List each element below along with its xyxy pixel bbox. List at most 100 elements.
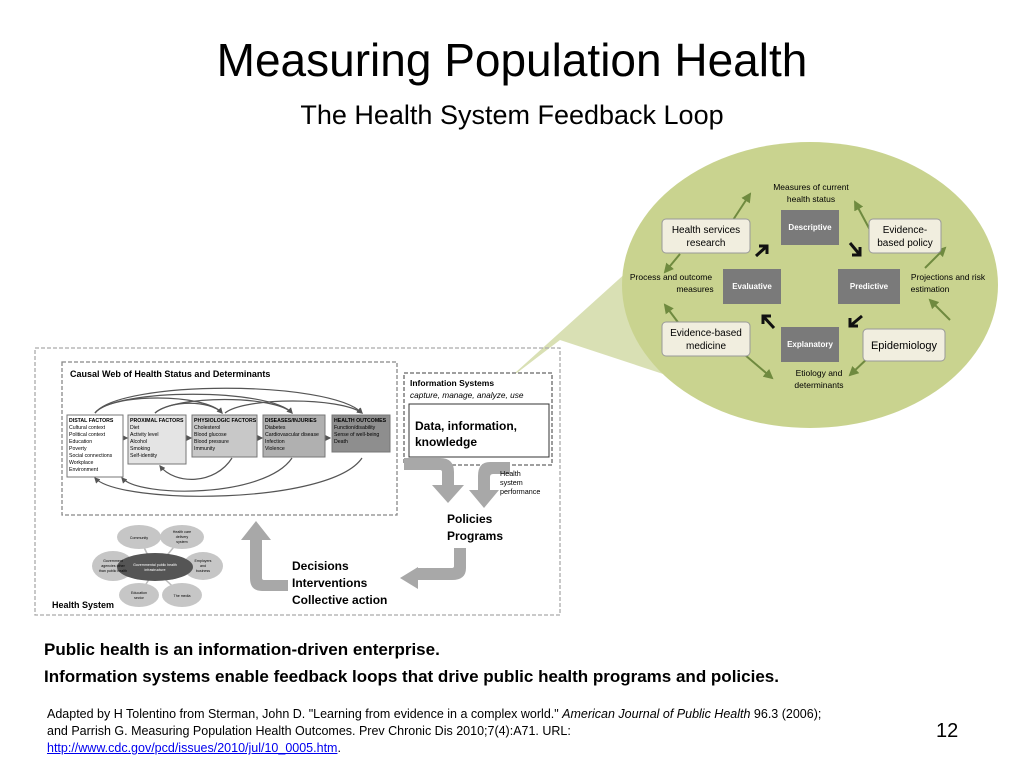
col-header: PHYSIOLOGIC FACTORS <box>194 418 257 424</box>
node-health-care <box>160 525 204 549</box>
col-item: Violence <box>265 446 285 452</box>
node-line: system <box>176 540 187 544</box>
slide-subtitle: The Health System Feedback Loop <box>300 100 724 130</box>
col-header: PROXIMAL FACTORS <box>130 418 184 424</box>
node-line: Employers <box>195 559 212 563</box>
node-line: business <box>196 569 210 573</box>
citation-text: 96.3 (2006); <box>750 707 822 721</box>
perf-line: Health <box>500 469 521 478</box>
node-line: and <box>200 564 206 568</box>
col-item: Blood pressure <box>194 439 229 445</box>
node-line: agencies other <box>101 564 125 568</box>
left-label: Process and outcome <box>630 272 712 282</box>
causal-web-heading: Causal Web of Health Status and Determin… <box>70 369 270 379</box>
col-item: Poverty <box>69 446 87 452</box>
col-box-outcomes <box>331 414 391 453</box>
node-media <box>162 583 202 607</box>
ebm-line: Evidence-based <box>670 328 742 339</box>
decisions-line: Decisions <box>292 559 349 573</box>
col-item: Cholesterol <box>194 425 220 431</box>
page-number: 12 <box>936 720 959 742</box>
causal-arcs-top <box>94 387 363 414</box>
ebm-line: medicine <box>686 341 726 352</box>
info-systems-subheading: capture, manage, analyze, use <box>410 390 524 400</box>
citation-text: and Parrish G. Measuring Population Heal… <box>47 724 571 738</box>
decisions-line: Collective action <box>292 593 387 607</box>
health-system-label: Health System <box>52 600 114 610</box>
perf-line: system <box>500 478 523 487</box>
col-box-diseases <box>262 414 326 458</box>
left-label: measures <box>676 284 713 294</box>
epidemiology-box <box>862 328 946 362</box>
node-line: sector <box>134 596 145 600</box>
info-systems-heading: Information Systems <box>410 378 494 388</box>
citation: Adapted by H Tolentino from Sterman, Joh… <box>47 706 927 757</box>
col-item: Alcohol <box>130 439 147 445</box>
citation-journal: American Journal of Public Health <box>562 707 751 721</box>
arrow-to-decisions <box>400 548 466 589</box>
col-header: HEALTH OUTCOMES <box>334 418 387 424</box>
col-item: Infection <box>265 439 285 445</box>
feedback-loop-diagram: Causal Web of Health Status and Determin… <box>34 142 998 616</box>
cycle-rotation-arrows <box>754 242 863 330</box>
predictive-box <box>838 269 900 304</box>
col-item: Self-identity <box>130 453 158 459</box>
decisions-line: Interventions <box>292 576 368 590</box>
epidemiology-label: Epidemiology <box>871 340 938 352</box>
citation-link[interactable]: http://www.cdc.gov/pcd/issues/2010/jul/1… <box>47 741 338 755</box>
col-header: DISEASES/INJURIES <box>265 418 317 424</box>
policies-line: Policies <box>447 512 493 526</box>
node-line: Government <box>103 559 123 563</box>
col-item: Workplace <box>69 460 94 466</box>
descriptive-label: Descriptive <box>788 223 832 232</box>
perf-line: performance <box>500 487 540 496</box>
node-center <box>117 553 193 581</box>
col-item: Activity level <box>130 432 159 438</box>
arrow-performance <box>469 462 510 508</box>
hsr-box <box>661 218 751 254</box>
grey-flow-arrows <box>241 458 510 591</box>
col-item: Cultural context <box>69 425 106 431</box>
data-knowledge-box <box>408 403 550 458</box>
center-line: infrastructure <box>145 568 166 572</box>
right-label: estimation <box>911 284 950 294</box>
col-header: DISTAL FACTORS <box>69 418 114 424</box>
evaluative-box <box>723 269 781 304</box>
citation-text: Adapted by H Tolentino from Sterman, Joh… <box>47 707 563 721</box>
explanatory-box <box>781 327 839 362</box>
descriptive-box <box>781 210 839 245</box>
col-box-physiologic <box>191 414 258 458</box>
col-item: Environment <box>69 467 99 473</box>
col-item: Sense of well-being <box>334 432 379 438</box>
node-line: Health care <box>173 530 191 534</box>
col-item: Political context <box>69 432 106 438</box>
ebp-line: Evidence- <box>883 225 927 236</box>
node-line: delivery <box>176 535 189 539</box>
ebm-box <box>661 321 751 357</box>
col-item: Function/disability <box>334 425 376 431</box>
health-system-network <box>92 525 223 607</box>
data-line: knowledge <box>415 435 477 449</box>
node-line: The media <box>174 594 191 598</box>
col-item: Education <box>69 439 92 445</box>
col-item: Social connections <box>69 453 113 459</box>
node-education <box>119 583 159 607</box>
ebp-line: based policy <box>877 238 933 249</box>
col-item: Cardiovascular disease <box>265 432 319 438</box>
node-community <box>117 525 161 549</box>
evaluative-label: Evaluative <box>732 282 772 291</box>
node-line: Education <box>131 591 147 595</box>
col-item: Immunity <box>194 446 215 452</box>
data-line: Data, information, <box>415 419 517 433</box>
arrow-to-causal-web <box>241 521 288 591</box>
cycle-boxes <box>723 210 900 362</box>
col-item: Blood glucose <box>194 432 227 438</box>
top-label: Measures of current <box>773 182 849 192</box>
col-item: Diet <box>130 425 140 431</box>
arrow-to-policies <box>404 458 464 503</box>
col-item: Diabetes <box>265 425 286 431</box>
hsr-line: research <box>687 238 726 249</box>
center-line: Governmental public health <box>133 563 177 567</box>
node-employers <box>183 552 223 580</box>
slide-title: Measuring Population Health <box>216 34 808 86</box>
